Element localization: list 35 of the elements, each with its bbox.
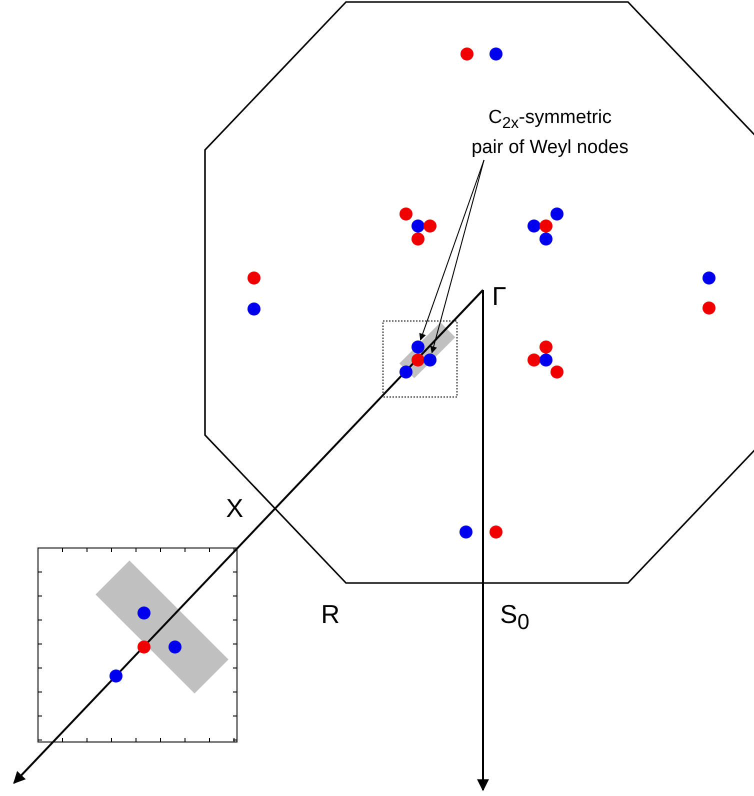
point-label: Γ (492, 282, 506, 310)
weyl-node-marker (412, 220, 424, 232)
weyl-node-marker (138, 640, 150, 654)
weyl-node-marker (550, 366, 564, 378)
weyl-node-marker (702, 302, 716, 314)
point-label: S$_{0}$ (500, 600, 530, 636)
weyl-node-marker (400, 208, 412, 220)
weyl-node-marker (540, 232, 552, 246)
weyl-node-marker (490, 48, 502, 60)
weyl-node-marker (110, 670, 122, 682)
weyl-node-marker (540, 340, 552, 354)
weyl-node-marker (412, 354, 424, 366)
weyl-node-marker (400, 366, 412, 378)
weyl-node-marker (424, 354, 436, 366)
weyl-node-marker (138, 606, 150, 620)
weyl-node-marker (540, 354, 552, 366)
point-label: X (226, 494, 244, 522)
leader-arrow (419, 160, 484, 341)
weyl-node-marker (424, 220, 436, 232)
weyl-node-marker (460, 48, 474, 60)
weyl-node-marker (412, 340, 424, 354)
weyl-node-marker (528, 220, 540, 232)
weyl-node-marker (528, 354, 540, 366)
annotation-text: C$_{2x}$-symmetric pair of Weyl nodes (471, 106, 629, 160)
leader-arrow (430, 160, 484, 354)
point-label: R (321, 600, 340, 628)
weyl-node-marker (412, 232, 424, 246)
weyl-node-marker (168, 640, 182, 654)
weyl-node-marker (550, 208, 564, 220)
weyl-node-marker (490, 526, 502, 538)
weyl-node-marker (702, 272, 716, 284)
weyl-node-marker (248, 272, 260, 284)
weyl-node-marker (460, 526, 472, 538)
weyl-node-marker (248, 302, 260, 316)
weyl-node-marker (540, 220, 552, 232)
